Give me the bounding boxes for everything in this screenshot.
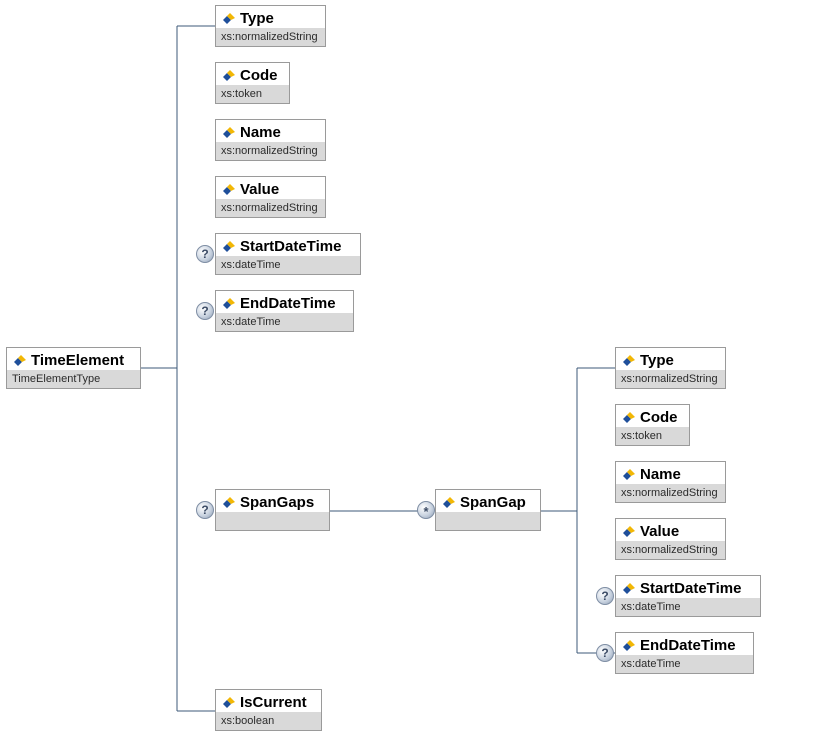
node-type-label: [216, 512, 329, 530]
node-type[interactable]: Type xs:normalizedString: [215, 5, 326, 47]
element-icon: [223, 12, 235, 24]
node-header: Code: [616, 405, 689, 430]
node-name: Value: [640, 523, 680, 540]
element-icon: [623, 354, 635, 366]
node-name: Code: [640, 409, 678, 426]
node-header: Type: [216, 6, 325, 31]
element-icon: [223, 496, 235, 508]
node-enddatetime[interactable]: EndDateTime xs:dateTime: [215, 290, 354, 332]
node-sg-value[interactable]: Value xs:normalizedString: [615, 518, 726, 560]
node-name: EndDateTime: [240, 295, 336, 312]
node-name: StartDateTime: [240, 238, 342, 255]
node-type-label: xs:dateTime: [216, 256, 360, 274]
node-type: TimeElementType: [7, 370, 140, 388]
node-header: SpanGap: [436, 490, 540, 515]
node-value[interactable]: Value xs:normalizedString: [215, 176, 326, 218]
node-name: SpanGap: [460, 494, 526, 511]
node-name: Type: [640, 352, 674, 369]
node-header: SpanGaps: [216, 490, 329, 515]
element-icon: [623, 639, 635, 651]
node-name: EndDateTime: [640, 637, 736, 654]
node-type-label: xs:normalizedString: [616, 541, 725, 559]
element-icon: [223, 69, 235, 81]
node-type-label: xs:normalizedString: [216, 199, 325, 217]
node-timeelement[interactable]: TimeElement TimeElementType: [6, 347, 141, 389]
element-icon: [223, 183, 235, 195]
optional-badge-icon: ?: [196, 302, 214, 320]
node-type-label: [436, 512, 540, 530]
element-icon: [223, 696, 235, 708]
node-header: IsCurrent: [216, 690, 321, 715]
node-header: Name: [616, 462, 725, 487]
node-header: Value: [216, 177, 325, 202]
node-type-label: xs:normalizedString: [616, 370, 725, 388]
element-icon: [223, 126, 235, 138]
node-header: Name: [216, 120, 325, 145]
node-type-label: xs:token: [216, 85, 289, 103]
element-icon: [623, 468, 635, 480]
node-header: StartDateTime: [616, 576, 760, 601]
element-icon: [623, 411, 635, 423]
node-type-label: xs:token: [616, 427, 689, 445]
node-name: Code: [240, 67, 278, 84]
node-name: SpanGaps: [240, 494, 315, 511]
node-name: Value: [240, 181, 280, 198]
node-header: Value: [616, 519, 725, 544]
element-icon: [623, 582, 635, 594]
node-name: TimeElement: [31, 352, 125, 369]
node-header: EndDateTime: [616, 633, 753, 658]
node-type-label: xs:dateTime: [616, 655, 753, 673]
node-iscurrent[interactable]: IsCurrent xs:boolean: [215, 689, 322, 731]
optional-badge-icon: ?: [596, 644, 614, 662]
optional-badge-icon: ?: [196, 245, 214, 263]
node-type-label: xs:normalizedString: [216, 142, 325, 160]
node-header: StartDateTime: [216, 234, 360, 259]
node-header: TimeElement: [7, 348, 140, 373]
element-icon: [623, 525, 635, 537]
optional-badge-icon: ?: [596, 587, 614, 605]
spangap-trunk-line: [541, 368, 578, 653]
node-type-label: xs:normalizedString: [216, 28, 325, 46]
node-name: IsCurrent: [240, 694, 307, 711]
element-icon: [223, 297, 235, 309]
node-type-label: xs:dateTime: [616, 598, 760, 616]
node-type-label: xs:normalizedString: [616, 484, 725, 502]
node-name: Name: [640, 466, 681, 483]
node-code[interactable]: Code xs:token: [215, 62, 290, 104]
node-startdatetime[interactable]: StartDateTime xs:dateTime: [215, 233, 361, 275]
node-header: Code: [216, 63, 289, 88]
node-name: Name: [240, 124, 281, 141]
root-trunk-line: [141, 26, 178, 711]
optional-badge-icon: ?: [196, 501, 214, 519]
element-icon: [14, 354, 26, 366]
node-sg-startdatetime[interactable]: StartDateTime xs:dateTime: [615, 575, 761, 617]
node-sg-code[interactable]: Code xs:token: [615, 404, 690, 446]
element-icon: [443, 496, 455, 508]
node-name[interactable]: Name xs:normalizedString: [215, 119, 326, 161]
node-sg-type[interactable]: Type xs:normalizedString: [615, 347, 726, 389]
node-sg-enddatetime[interactable]: EndDateTime xs:dateTime: [615, 632, 754, 674]
node-spangaps[interactable]: SpanGaps: [215, 489, 330, 531]
node-header: Type: [616, 348, 725, 373]
node-name: StartDateTime: [640, 580, 742, 597]
node-type-label: xs:boolean: [216, 712, 321, 730]
node-sg-name[interactable]: Name xs:normalizedString: [615, 461, 726, 503]
element-icon: [223, 240, 235, 252]
node-header: EndDateTime: [216, 291, 353, 316]
multiplicity-badge-icon: *: [417, 501, 435, 519]
node-name: Type: [240, 10, 274, 27]
node-type-label: xs:dateTime: [216, 313, 353, 331]
node-spangap[interactable]: SpanGap: [435, 489, 541, 531]
